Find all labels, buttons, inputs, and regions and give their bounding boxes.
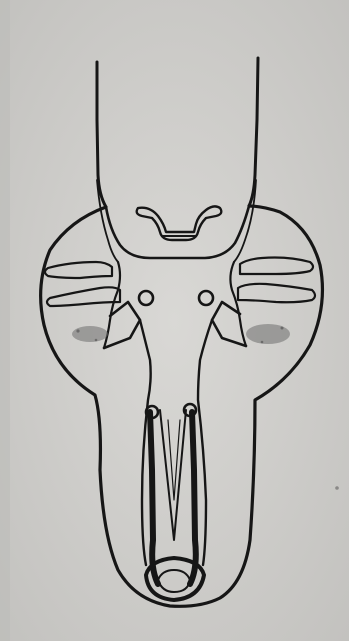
speck-4 (261, 341, 264, 344)
paper-border-shade (0, 0, 10, 641)
speck-3 (281, 327, 284, 330)
left-smudge (72, 326, 108, 342)
speck-1 (76, 329, 79, 332)
speck-5 (335, 486, 339, 490)
speck-2 (95, 339, 98, 342)
right-smudge (246, 324, 290, 344)
